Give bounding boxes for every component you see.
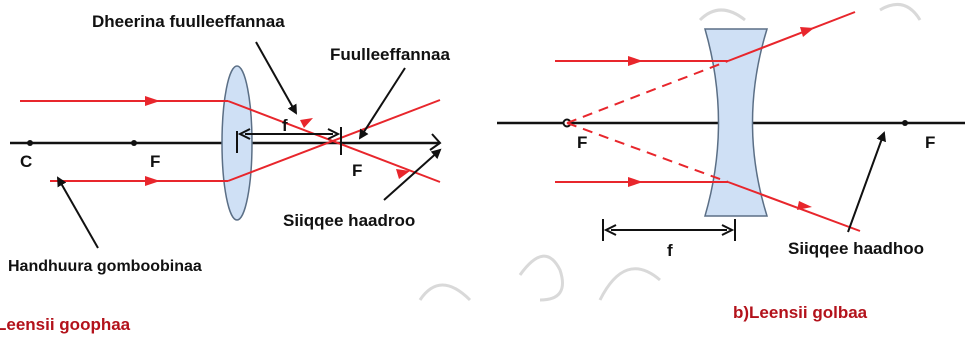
convex-ray-arrows: [145, 96, 410, 186]
pointer-principal-axis: [847, 131, 886, 233]
concave-lens-panel: F F f Siiqqee haadhoo b)Leensii golbaa: [497, 11, 965, 322]
label-focal-length: Dheerina fuulleeffannaa: [92, 12, 285, 31]
caption-concave: b)Leensii golbaa: [733, 303, 868, 322]
label-F-convex-left: F: [150, 152, 160, 171]
label-F-convex-right: F: [352, 161, 362, 180]
concave-lens: [704, 28, 769, 217]
convex-lens-panel: Dheerina fuulleeffannaa Fuulleeffannaa f…: [0, 12, 451, 334]
label-center-curvature: Handhuura gomboobinaa: [8, 258, 202, 275]
label-F-concave-left: F: [577, 133, 587, 152]
concave-rays: [555, 11, 861, 232]
caption-convex: Leensii goophaa: [0, 315, 131, 334]
point-F-left: [131, 140, 137, 146]
pointer-focal-point: [358, 67, 406, 140]
label-f-concave: f: [667, 241, 673, 260]
virtual-rays: [566, 60, 729, 183]
label-f-convex: f: [282, 116, 288, 135]
focal-length-marker-concave: [602, 219, 736, 241]
label-C: C: [20, 152, 32, 171]
pointer-center-curvature: [57, 176, 99, 249]
pointer-principal-focus: [383, 148, 442, 201]
watermark: [418, 2, 922, 302]
pointer-focal-length: [255, 41, 297, 115]
focal-length-marker: [236, 127, 342, 155]
concave-ray-arrows: [628, 27, 814, 210]
label-principal-axis: Siiqqee haadhoo: [788, 239, 924, 258]
label-F-concave-right: F: [925, 133, 935, 152]
point-C: [27, 140, 33, 146]
label-principal-focus: Siiqqee haadroo: [283, 211, 415, 230]
convex-rays: [20, 99, 441, 183]
axis-arrow-icon: [429, 133, 442, 151]
point-F-concave-right: [902, 120, 908, 126]
label-focal-point: Fuulleeffannaa: [330, 45, 451, 64]
